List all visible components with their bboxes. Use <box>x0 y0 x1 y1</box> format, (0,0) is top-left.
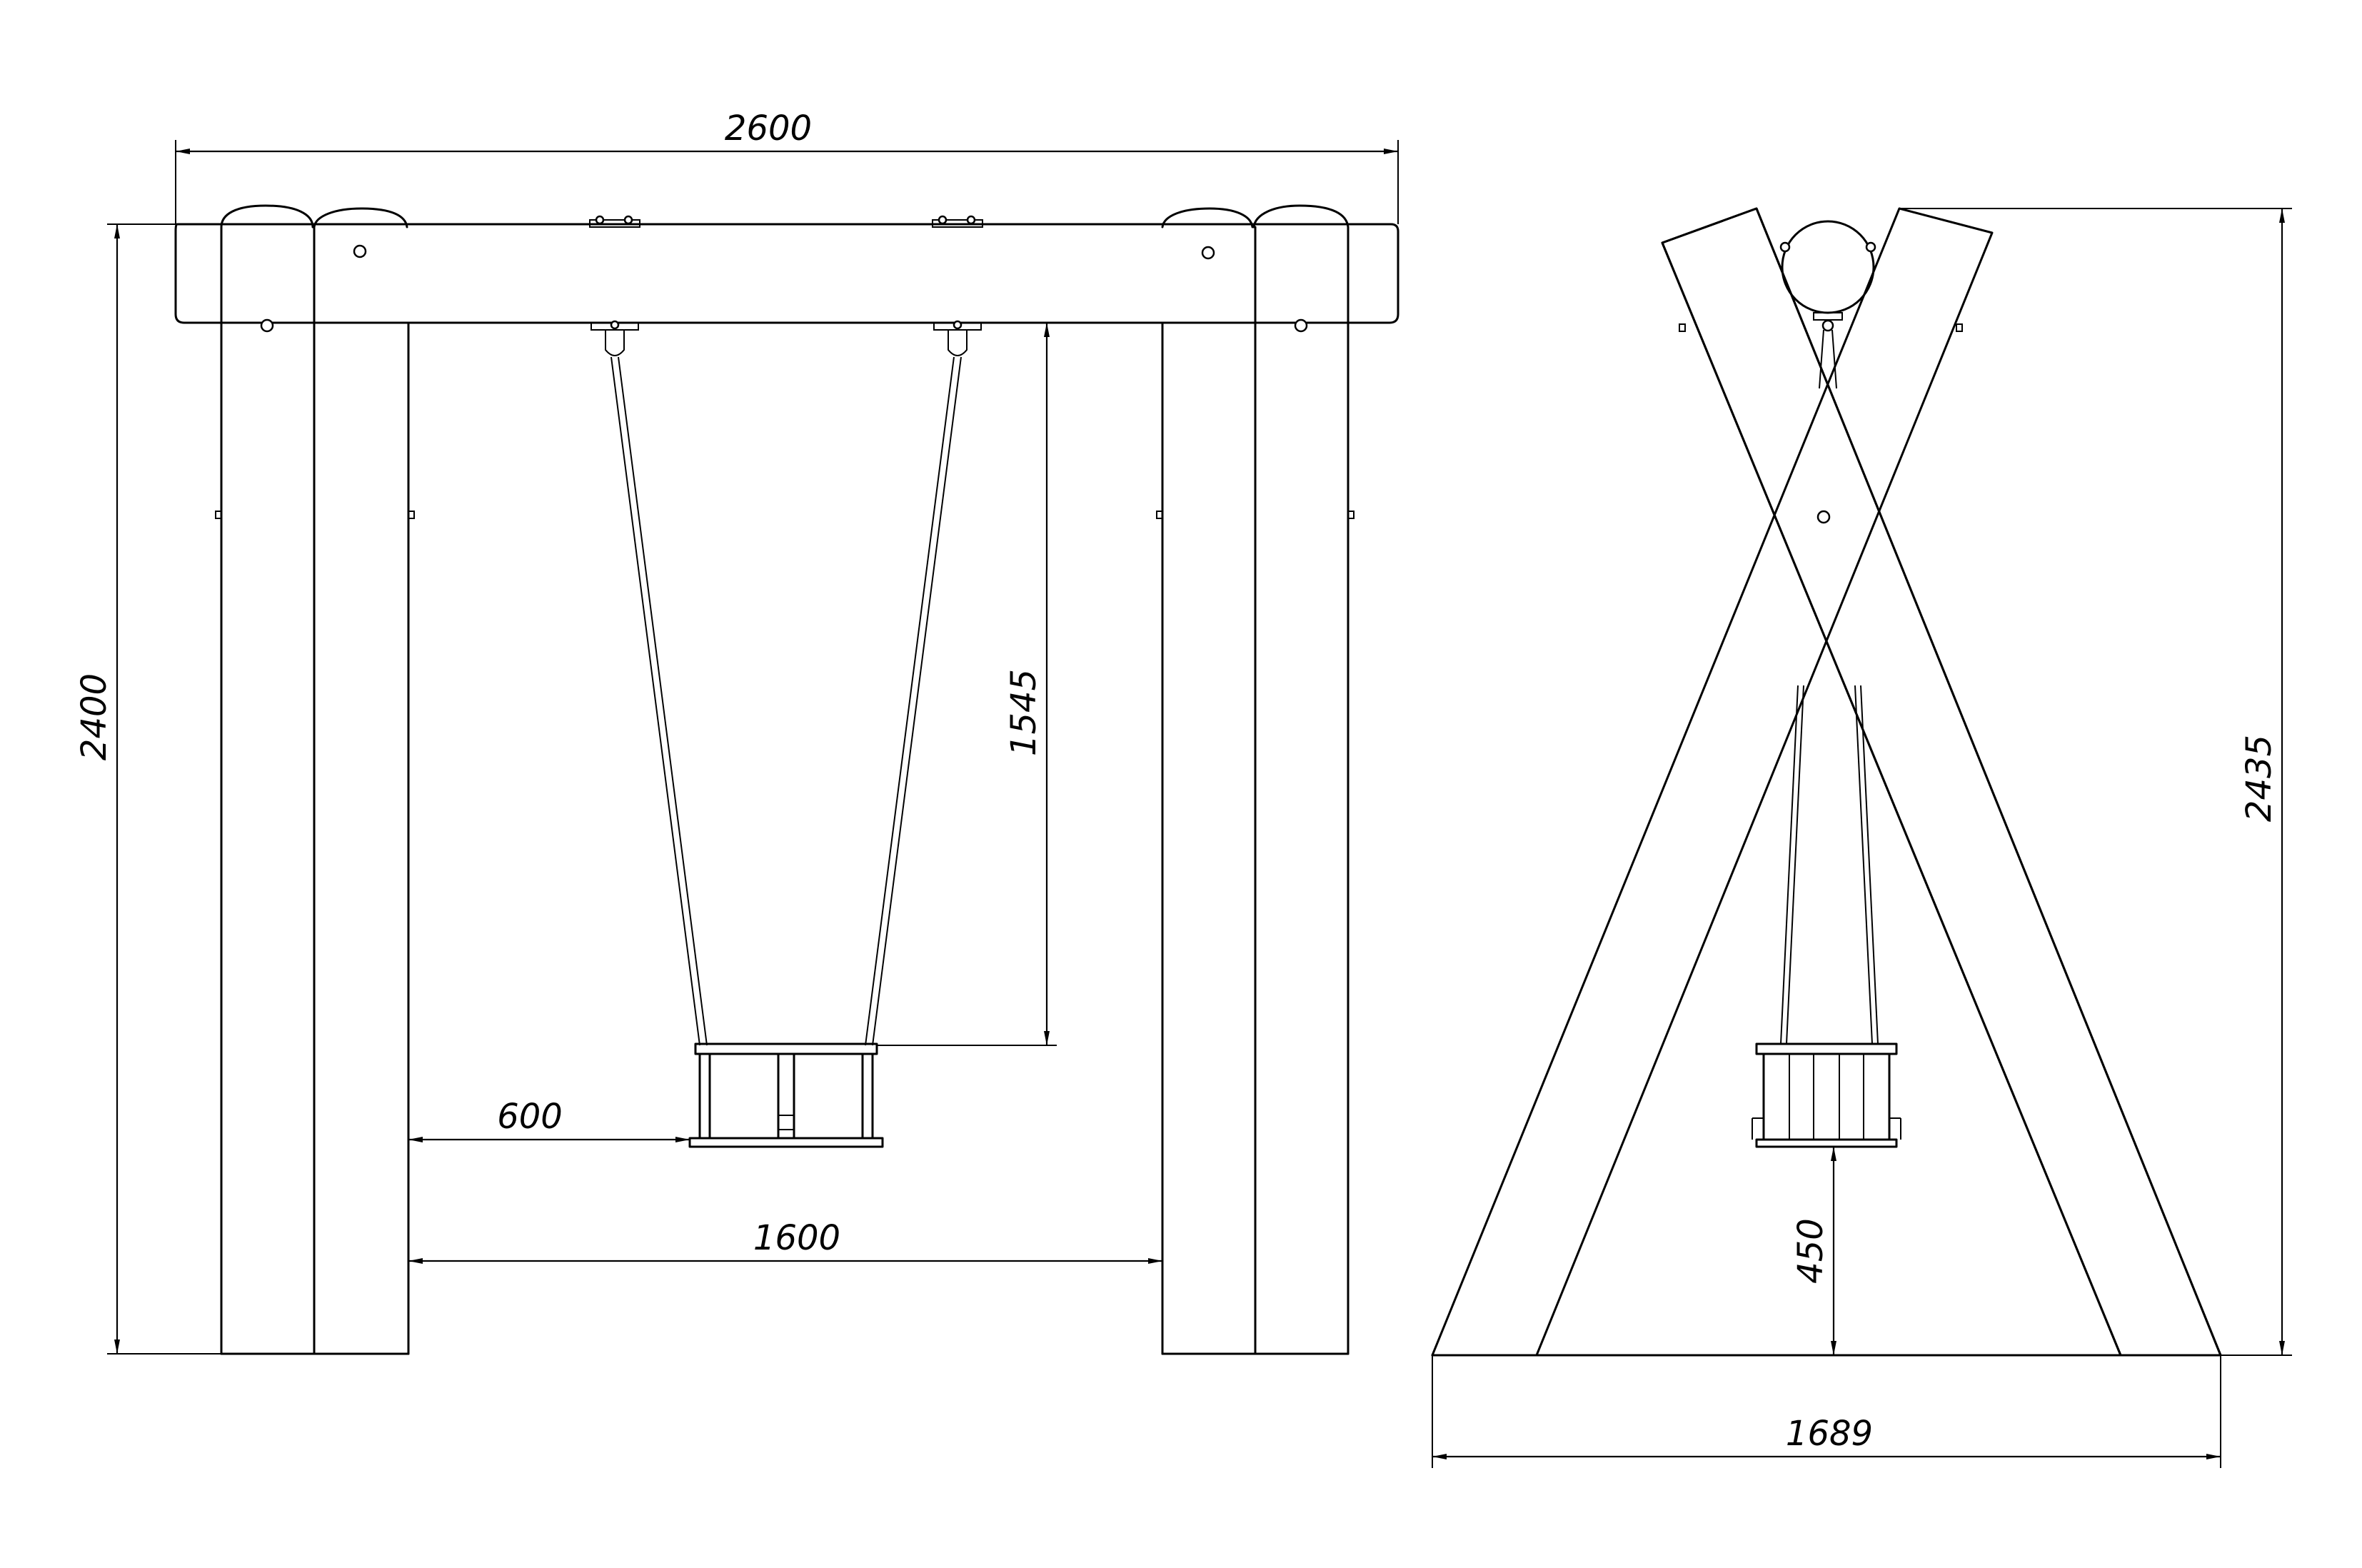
right-posts <box>1161 226 1350 1355</box>
swing-seat <box>688 1042 884 1148</box>
front-view: 2600 2400 1545 600 1600 <box>74 109 1399 1355</box>
dim-seat-offset: 600 <box>497 1097 563 1137</box>
swing-ropes <box>610 356 962 1046</box>
front-bolts <box>260 244 1308 333</box>
dim-overall-height: 2400 <box>74 673 114 760</box>
side-bolts <box>1679 323 1963 524</box>
bolt-icon <box>353 244 367 258</box>
top-log-section <box>1779 220 1876 389</box>
bolt-icon <box>1294 318 1308 333</box>
side-view: 2435 1689 450 <box>1431 207 2292 1468</box>
swing-hangers <box>590 320 982 356</box>
side-swing-seat <box>1752 1042 1901 1148</box>
dim-rope-length: 1545 <box>1004 669 1044 756</box>
side-dimensions: 2435 1689 450 <box>1432 208 2292 1468</box>
bolt-icon <box>260 318 274 333</box>
dim-inner-span: 1600 <box>753 1218 840 1258</box>
top-hanger-plates <box>589 215 983 228</box>
a-frame-legs <box>1431 207 2222 1357</box>
bolt-icon <box>1816 510 1831 524</box>
dim-side-overall-height: 2435 <box>2239 735 2279 822</box>
left-posts <box>220 226 410 1355</box>
side-ropes <box>1780 685 1879 1045</box>
post-brackets <box>215 511 1355 519</box>
dim-overall-width: 2600 <box>725 109 812 149</box>
front-dimensions: 2600 2400 1545 600 1600 <box>74 109 1399 1355</box>
bolt-icon <box>1201 246 1215 260</box>
top-beam <box>174 204 1399 324</box>
dim-seat-height: 450 <box>1791 1218 1831 1284</box>
dim-side-base-width: 1689 <box>1786 1414 1873 1454</box>
